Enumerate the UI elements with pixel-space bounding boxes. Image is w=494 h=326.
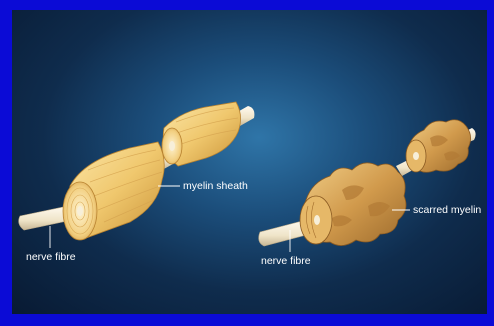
healthy-nerve — [19, 102, 255, 248]
label-scarred-myelin: scarred myelin — [413, 204, 481, 216]
label-nerve-fibre-right: nerve fibre — [261, 255, 311, 267]
label-nerve-fibre-left: nerve fibre — [26, 251, 76, 263]
label-myelin-sheath: myelin sheath — [183, 180, 248, 192]
illustration-panel: myelin sheath nerve fibre scarred myelin… — [12, 10, 487, 314]
nerve-illustration — [12, 10, 487, 314]
scarred-nerve — [259, 120, 476, 252]
